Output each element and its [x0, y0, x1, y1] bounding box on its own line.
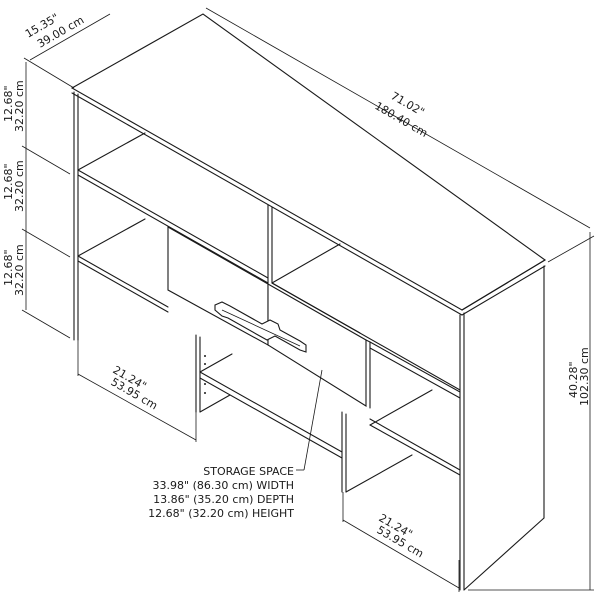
storage-depth: 13.86" (35.20 cm) DEPTH [153, 493, 294, 506]
flip-down-door[interactable] [167, 226, 371, 409]
door-handle[interactable] [214, 301, 307, 353]
shelf-height-2-inches: 12.68" [2, 163, 15, 200]
dimension-lines [21, 7, 595, 592]
height-total-inches: 40.28" [567, 361, 580, 398]
storage-space-note: STORAGE SPACE 33.98" (86.30 cm) WIDTH 13… [140, 465, 294, 521]
lower-middle-support [195, 334, 343, 459]
right-lower-section [341, 341, 461, 493]
storage-height: 12.68" (32.20 cm) HEIGHT [148, 507, 294, 520]
left-side-panel [73, 91, 79, 341]
shelf-height-1-cm: 32.20 cm [13, 80, 26, 132]
shelves [77, 132, 461, 391]
height-total-cm: 102.30 cm [578, 347, 591, 406]
shelf-height-2-cm: 32.20 cm [13, 160, 26, 212]
right-side-panel [459, 265, 545, 591]
shelf-height-1-inches: 12.68" [2, 85, 15, 122]
top-panel [70, 13, 546, 316]
shelf-height-3-inches: 12.68" [2, 249, 15, 286]
shelf-height-3-cm: 32.20 cm [13, 244, 26, 296]
storage-title: STORAGE SPACE [203, 465, 294, 478]
storage-width: 33.98" (86.30 cm) WIDTH [152, 479, 294, 492]
